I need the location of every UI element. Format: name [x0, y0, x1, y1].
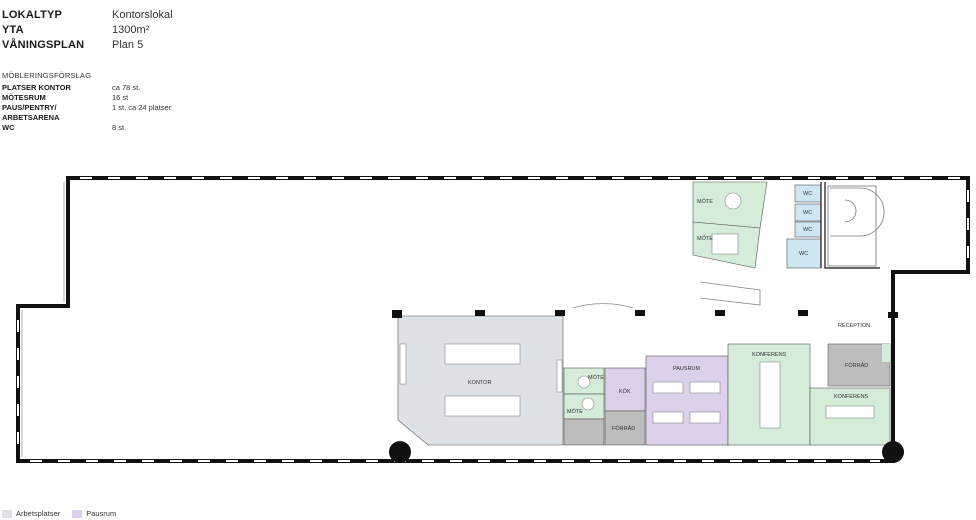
desk-row	[444, 395, 521, 417]
entrance	[572, 281, 761, 309]
window-lines	[21, 182, 65, 457]
legend-label-pausrum: Pausrum	[86, 509, 117, 518]
room-labels: MÖTE MÖTE WC WC WC WC RECEPTION KONTOR M…	[468, 191, 870, 432]
pause-table	[689, 411, 721, 424]
stair-core	[827, 185, 885, 267]
info-values: Kontorslokal 1300m² Plan 5	[112, 8, 173, 53]
furnishing-label-wc: WC	[2, 123, 15, 132]
room-label-wc-1: WC	[803, 191, 812, 197]
furnishing-label-platser: PLATSER KONTOR	[2, 83, 71, 92]
furnishing-value-motesrum: 16 st	[112, 93, 129, 102]
counter	[556, 359, 563, 393]
furnishing-values: ca 78 st. 16 st 1 st. ca 24 platser 8 st…	[112, 83, 171, 133]
room-label-kok: KÖK	[619, 388, 631, 395]
entrance-arc	[572, 303, 634, 309]
furnishing-labels: PLATSER KONTOR MÖTESRUM PAUS/PENTRY/ ARB…	[2, 83, 71, 133]
info-label-lokaltyp: LOKALTYP	[2, 9, 63, 21]
furnishing-label-paus: PAUS/PENTRY/	[2, 103, 57, 112]
room-label-reception: RECEPTION	[838, 323, 870, 329]
legend-swatch-pausrum	[72, 510, 83, 519]
room-fill-forrad-2	[827, 343, 891, 387]
info-labels: LOKALTYP YTA VÅNINGSPLAN	[2, 8, 84, 53]
legend-swatch-arbetsplatser	[2, 510, 12, 519]
room-fill-kontor	[397, 315, 564, 446]
pillars	[389, 310, 904, 463]
furnishing-title: MÖBLERINGSFÖRSLAG	[2, 71, 92, 80]
room-label-kontor: KONTOR	[468, 380, 491, 386]
room-label-pausrum: PAUSRUM	[673, 366, 701, 372]
room-fill-pausrum	[645, 355, 729, 446]
room-label-forrad-1: FÖRRÅD	[612, 425, 635, 432]
pillar-round	[389, 441, 411, 463]
info-label-yta: YTA	[2, 24, 24, 36]
room-fill-wc-4	[786, 238, 822, 269]
legend-label-arbetsplatser: Arbetsplatser	[16, 509, 61, 518]
legend-item-arbetsplatser: Arbetsplatser	[2, 509, 61, 519]
round-table	[724, 192, 742, 210]
pillar	[392, 310, 402, 318]
pause-table	[689, 381, 721, 394]
pillar-round	[882, 441, 904, 463]
furnishing-label-motesrum: MÖTESRUM	[2, 93, 46, 102]
room-label-mote-4: MÖTE	[567, 408, 583, 415]
pillar	[798, 310, 808, 316]
counter	[399, 343, 407, 385]
room-label-konferens-2: KONFERENS	[834, 394, 869, 400]
round-table	[581, 397, 595, 411]
inner-walls	[820, 182, 894, 344]
pause-table	[652, 411, 684, 424]
room-label-mote-1: MÖTE	[697, 198, 713, 205]
window-strips	[17, 177, 969, 462]
stair-outline	[830, 187, 885, 237]
stair-box	[827, 185, 877, 267]
furnishing-label-arbetsarena: ARBETSARENA	[2, 113, 60, 122]
stair-inner	[844, 199, 857, 223]
room-label-konferens-1: KONFERENS	[752, 352, 787, 358]
legend-item-pausrum: Pausrum	[72, 509, 117, 519]
room-label-mote-2: MÖTE	[697, 235, 713, 242]
room-label-wc-2: WC	[803, 210, 812, 216]
legend: Arbetsplatser Pausrum	[2, 509, 117, 519]
round-table	[577, 375, 591, 389]
room-fill-forrad-1	[604, 410, 646, 446]
room-fill-storage-small	[563, 418, 605, 446]
pillar	[715, 310, 725, 316]
furnishing-value-platser: ca 78 st.	[112, 83, 141, 92]
room-fill-forrad-2-edge	[882, 344, 890, 362]
core-wall-stair	[824, 182, 880, 269]
room-label-mote-3: MÖTE	[588, 374, 604, 381]
furnishing-value-wc: 8 st.	[112, 123, 127, 132]
furnishing-value-paus: 1 st. ca 24 platser	[112, 103, 172, 112]
pillar	[888, 312, 898, 318]
info-value-yta: 1300m²	[112, 24, 150, 36]
furniture	[399, 192, 875, 429]
pillar	[475, 310, 485, 316]
pillar	[635, 310, 645, 316]
entrance-ramp	[699, 281, 761, 306]
pillar	[555, 310, 565, 316]
pause-table	[652, 381, 684, 394]
info-value-vaningsplan: Plan 5	[112, 39, 144, 51]
room-label-forrad-2: FÖRRÅD	[845, 362, 868, 369]
meeting-table	[711, 233, 739, 255]
desk-row	[444, 343, 521, 365]
room-fill-kok	[604, 367, 646, 412]
conference-table	[825, 405, 875, 419]
conference-table	[759, 361, 781, 429]
info-label-vaningsplan: VÅNINGSPLAN	[2, 39, 85, 51]
info-value-lokaltyp: Kontorslokal	[112, 9, 173, 21]
room-label-wc-4: WC	[799, 251, 808, 257]
room-label-wc-3: WC	[803, 227, 812, 233]
